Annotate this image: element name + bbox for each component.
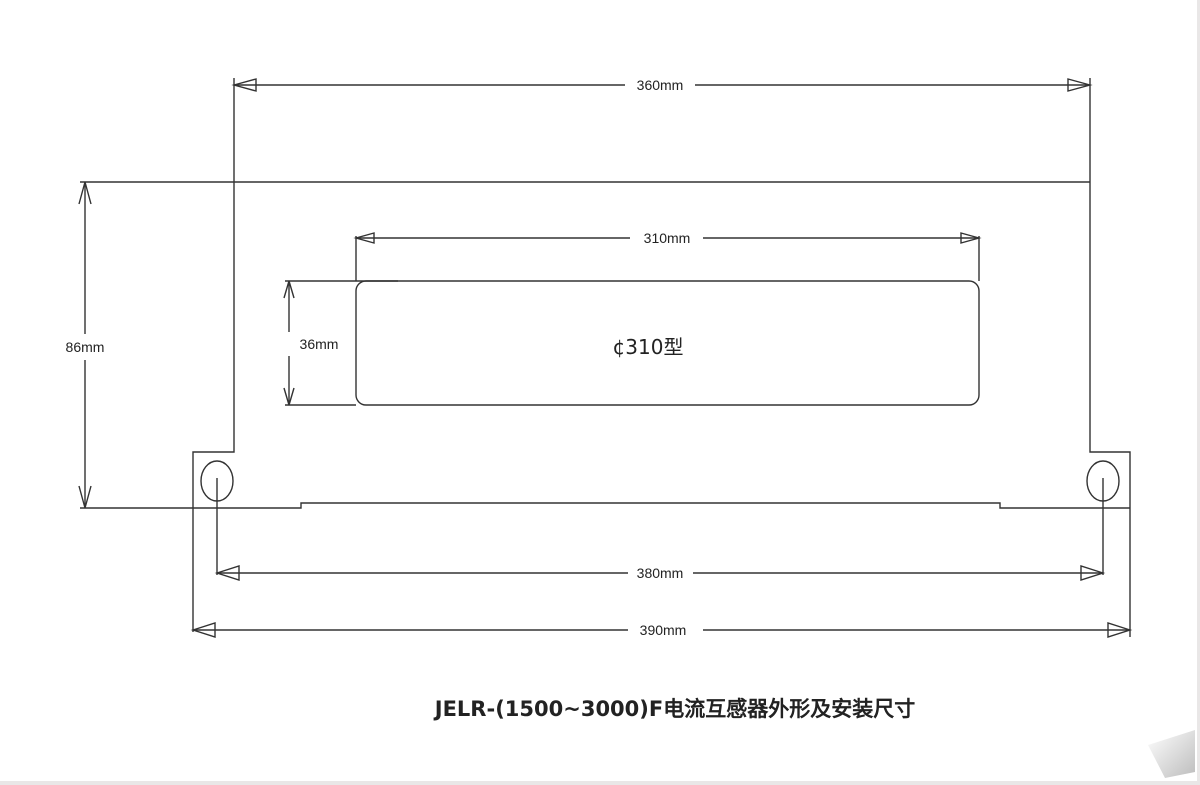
dimension-390: 390mm xyxy=(190,622,1133,638)
svg-text:36mm: 36mm xyxy=(300,336,339,352)
svg-text:380mm: 380mm xyxy=(637,565,684,581)
dimension-36: 36mm xyxy=(283,280,339,406)
svg-text:310mm: 310mm xyxy=(644,230,691,246)
dimension-380: 380mm xyxy=(214,565,1106,581)
window-opening xyxy=(355,280,980,406)
dimension-360: 360mm xyxy=(231,77,1093,93)
dimension-310: 310mm xyxy=(353,230,982,246)
svg-text:360mm: 360mm xyxy=(637,77,684,93)
svg-text:86mm: 86mm xyxy=(66,339,105,355)
body-outline xyxy=(80,78,1131,637)
svg-text:390mm: 390mm xyxy=(640,622,687,638)
dimension-86: 86mm xyxy=(66,181,105,509)
drawing-title: JELR-(1500~3000)F电流互感器外形及安装尺寸 xyxy=(433,697,915,721)
page-curl xyxy=(1148,730,1195,778)
model-label: ¢310型 xyxy=(613,335,684,359)
